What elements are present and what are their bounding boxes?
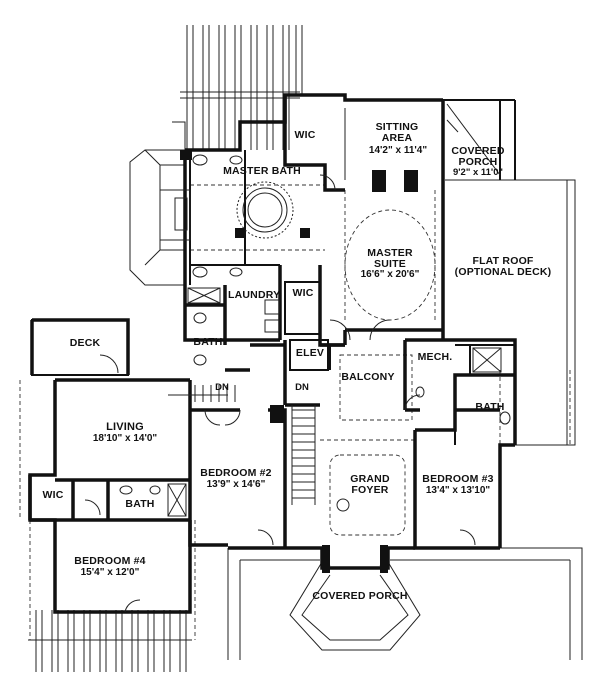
deck-label: DECK (69, 337, 101, 349)
bath-right-label: BATH (475, 401, 505, 413)
bedroom2-label: BEDROOM #2 (200, 467, 272, 479)
elev-label: ELEV (295, 347, 325, 359)
master-bath-label: MASTER BATH (223, 165, 301, 177)
top-trellis (180, 25, 303, 150)
living-dims: 18'10" x 14'0" (92, 433, 158, 444)
dn-left-label: DN (215, 382, 229, 393)
bottom-trellis (28, 610, 192, 672)
mech-label: MECH. (417, 351, 453, 363)
covered-porch-label: COVERED PORCH (312, 590, 408, 602)
covered-porch-ne-dims: 9'2" x 11'0" (453, 167, 503, 178)
laundry-label: LAUNDRY (228, 289, 281, 301)
master-suite-label: MASTER SUITE (367, 247, 413, 271)
master-suite-dims: 16'6" x 20'6" (360, 269, 420, 280)
sitting-area-dims: 14'2" x 11'4" (368, 145, 428, 156)
bath-mid-label: BATH (193, 336, 223, 348)
dn-right-label: DN (295, 382, 309, 393)
bedroom4-label: BEDROOM #4 (74, 555, 146, 567)
flat-roof-label: FLAT ROOF (OPTIONAL DECK) (454, 255, 552, 279)
living-label: LIVING (106, 421, 144, 433)
covered-porch-ne-label: COVERED PORCH (451, 145, 505, 169)
bedroom2-dims: 13'9" x 14'6" (206, 479, 266, 490)
bedroom4-dims: 15'4" x 12'0" (80, 567, 140, 578)
bedroom3-dims: 13'4" x 13'10" (425, 485, 491, 496)
grand-foyer-label: GRAND FOYER (350, 473, 390, 497)
bedroom3-label: BEDROOM #3 (422, 473, 494, 485)
bath-left-label: BATH (125, 498, 155, 510)
wic-left-label: WIC (42, 489, 64, 501)
balcony-label: BALCONY (341, 371, 395, 383)
sitting-area-label: SITTING AREA (375, 121, 419, 145)
wic-top-label: WIC (294, 129, 316, 141)
wic-mid-label: WIC (292, 287, 314, 299)
